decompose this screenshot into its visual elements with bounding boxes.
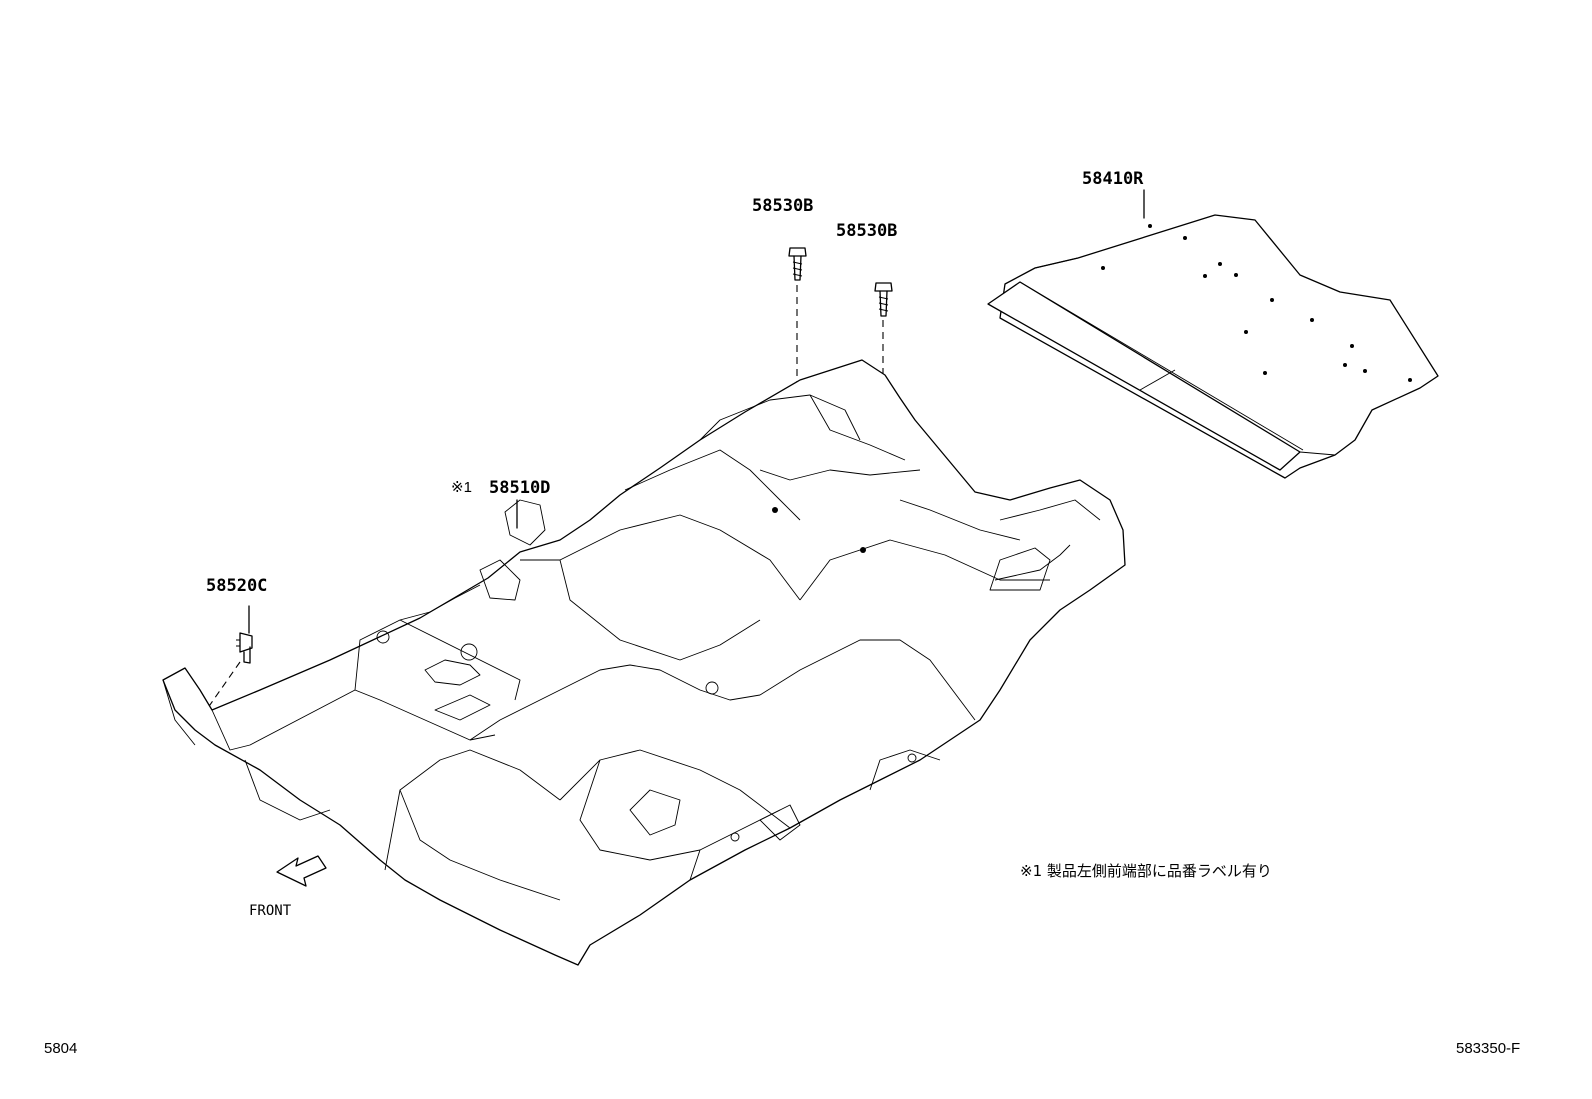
callout-58510D: 58510D xyxy=(489,478,550,498)
front-arrow-icon xyxy=(276,855,327,887)
figure-code: 583350-F xyxy=(1456,1040,1520,1057)
floor-carpet xyxy=(162,359,1126,966)
label-note: ※1 製品左側前端部に品番ラベル有り xyxy=(1020,862,1272,880)
panel-holes xyxy=(1101,224,1412,382)
clip-58530B-right xyxy=(874,282,893,317)
callout-58520C: 58520C xyxy=(206,576,267,596)
callout-58410R: 58410R xyxy=(1082,169,1144,189)
front-label: FRONT xyxy=(249,903,292,919)
callout-58530B-right: 58530B xyxy=(836,221,897,241)
callout-58530B-left: 58530B xyxy=(752,196,813,216)
clip-58530B-left xyxy=(788,247,807,281)
page-code: 5804 xyxy=(44,1040,77,1057)
clip-58520C xyxy=(236,632,253,664)
callout-58510D-mark: ※1 xyxy=(451,479,472,496)
rear-floor-panel xyxy=(987,214,1439,479)
